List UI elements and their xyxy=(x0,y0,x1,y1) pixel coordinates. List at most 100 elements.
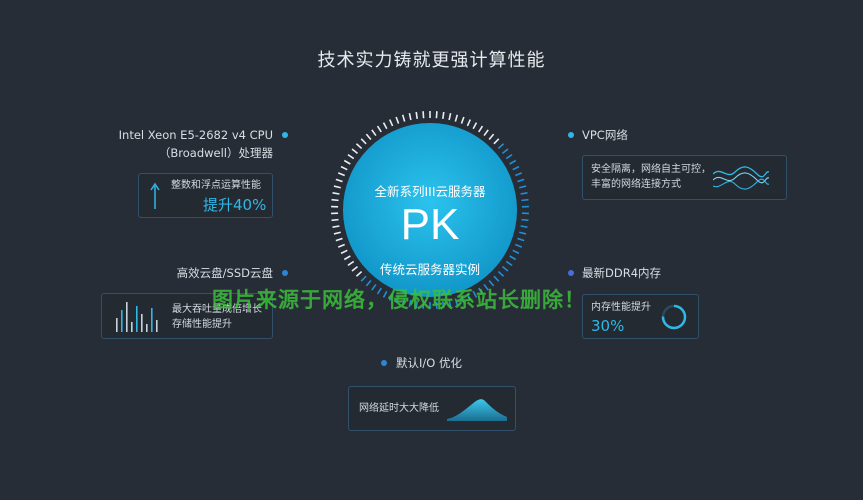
ring-tick xyxy=(497,143,505,150)
pk-text: PK xyxy=(400,200,460,249)
ring-tick xyxy=(355,143,363,150)
ring-tick xyxy=(347,260,355,267)
disk-bar xyxy=(151,308,153,332)
ring-tick xyxy=(519,231,527,235)
ring-tick xyxy=(472,122,478,130)
ring-tick xyxy=(337,172,345,177)
ring-tick xyxy=(442,111,445,120)
ring-tick xyxy=(454,114,459,122)
ring-tick xyxy=(389,119,394,127)
ring-tick xyxy=(497,270,505,277)
disk-card: 最大吞吐量成倍增长 存储性能提升 xyxy=(101,293,273,339)
ring-tick xyxy=(520,192,528,195)
io-card: 网络延时大大降低 xyxy=(348,386,516,431)
ring-tick xyxy=(512,249,520,255)
cpu-card-text: 整数和浮点运算性能 xyxy=(171,180,261,191)
ring-tick xyxy=(512,165,520,171)
ring-tick xyxy=(448,112,452,121)
disk-bar xyxy=(126,302,128,332)
cpu-label-line1: Intel Xeon E5-2682 v4 CPU xyxy=(118,128,273,142)
ring-tick xyxy=(488,279,495,287)
io-dot xyxy=(381,360,387,366)
ring-tick xyxy=(460,296,465,304)
center-bottom-text: 传统云服务器实例 xyxy=(379,262,480,277)
ring-tick xyxy=(515,243,523,248)
ddr-dot xyxy=(568,270,574,276)
ring-tick xyxy=(415,111,418,120)
cpu-card-value: 提升40% xyxy=(203,196,267,214)
vpc-card: 安全隔离，网络自主可控， 丰富的网络连接方式 xyxy=(582,155,787,200)
ring-tick xyxy=(331,198,339,202)
ring-tick xyxy=(478,125,484,133)
ring-tick xyxy=(519,185,527,189)
ring-tick xyxy=(365,279,372,287)
ring-tick xyxy=(331,218,339,222)
center-top-text: 全新系列III云服务器 xyxy=(374,184,486,199)
ring-tick xyxy=(488,133,495,141)
ddr-card-value: 30% xyxy=(591,317,625,335)
ring-tick xyxy=(376,287,382,295)
ring-tick xyxy=(382,122,388,130)
ddr-card-text: 内存性能提升 xyxy=(591,302,651,313)
bar-chart-icon xyxy=(116,302,158,332)
ring-tick xyxy=(351,148,358,154)
disk-bar xyxy=(136,306,138,332)
disk-card-line2: 存储性能提升 xyxy=(172,319,232,330)
ring-tick xyxy=(351,266,358,272)
vpc-card-line2: 丰富的网络连接方式 xyxy=(591,179,681,190)
ring-tick xyxy=(509,159,517,165)
ring-tick xyxy=(408,112,412,121)
ring-tick xyxy=(515,172,523,177)
vpc-label: VPC网络 xyxy=(582,128,628,142)
ring-tick xyxy=(521,198,529,202)
disk-bar xyxy=(121,310,123,332)
ring-tick xyxy=(395,116,400,124)
center-circle xyxy=(343,123,517,297)
ring-tick xyxy=(466,119,471,127)
ring-tick xyxy=(335,178,343,183)
ring-tick xyxy=(401,114,406,122)
disk-bar xyxy=(141,314,143,332)
disk-bar xyxy=(116,318,118,332)
vpc-card-line1: 安全隔离，网络自主可控， xyxy=(591,164,711,175)
ring-tick xyxy=(442,300,445,309)
ring-tick xyxy=(340,249,348,255)
ring-tick xyxy=(502,266,509,272)
ring-tick xyxy=(472,290,478,298)
area-wave-icon xyxy=(447,399,507,421)
ring-tick xyxy=(333,185,341,189)
ring-tick xyxy=(335,237,343,242)
ring-tick xyxy=(371,129,377,137)
arrow-up-icon xyxy=(150,182,160,209)
center-ring xyxy=(331,111,529,309)
network-wave-icon xyxy=(713,166,769,190)
disk-dot xyxy=(282,270,288,276)
ring-tick xyxy=(483,283,489,291)
ring-tick xyxy=(415,300,418,309)
ring-tick xyxy=(478,287,484,295)
ring-tick xyxy=(332,192,340,195)
ring-tick xyxy=(389,293,394,301)
ring-tick xyxy=(343,159,351,165)
cpu-dot xyxy=(282,132,288,138)
ring-tick xyxy=(401,298,406,306)
page-title: 技术实力铸就更强计算性能 xyxy=(317,50,546,71)
ring-tick xyxy=(454,298,459,306)
ring-tick xyxy=(360,138,367,145)
ring-tick xyxy=(365,133,372,141)
disk-label: 高效云盘/SSD云盘 xyxy=(176,266,273,280)
disk-card-line1: 最大吞吐量成倍增长 xyxy=(172,304,262,315)
ring-tick xyxy=(502,148,509,154)
ring-tick xyxy=(505,260,513,267)
ring-tick xyxy=(355,270,363,277)
ring-tick xyxy=(493,275,500,282)
ring-tick xyxy=(347,153,355,160)
ring-tick xyxy=(509,255,517,261)
ring-tick xyxy=(517,178,525,183)
watermark-text: 图片来源于网络，侵权联系站长删除！ xyxy=(212,288,586,312)
ring-tick xyxy=(333,231,341,235)
vpc-dot xyxy=(568,132,574,138)
ring-tick xyxy=(466,293,471,301)
disk-bar xyxy=(131,322,133,332)
io-card-text: 网络延时大大降低 xyxy=(359,403,439,414)
